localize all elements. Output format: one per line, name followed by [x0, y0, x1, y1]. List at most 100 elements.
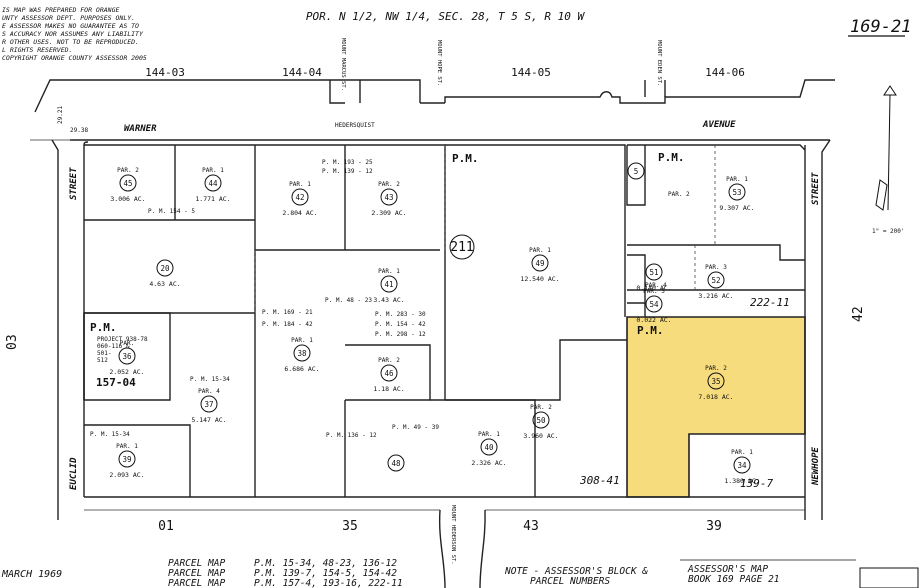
block-number[interactable]: 211 [450, 240, 473, 255]
disclaimer-line: COPYRIGHT ORANGE COUNTY ASSESSOR 2005 [2, 54, 147, 62]
parcel-circles [118, 162, 751, 474]
label-pm-136-12: P. M. 136 - 12 [326, 432, 377, 439]
parcel-acreage: 4.63 AC. [149, 280, 180, 288]
parcel-number[interactable]: 36 [122, 352, 132, 361]
label-ref-222-11: 222-11 [750, 296, 790, 309]
side-street-label: MOUNT HOPE ST. [436, 40, 442, 86]
parcel-par-label: PAR. 1 [726, 176, 748, 183]
parcel-number[interactable]: 39 [122, 455, 131, 464]
label-pm-15-34b: P. M. 15-34 [90, 431, 130, 438]
side-street-label: MOUNT MARCUS ST. [340, 38, 346, 91]
parcel-number[interactable]: 34 [737, 461, 747, 470]
pm-label: P.M. [90, 321, 117, 334]
parcel-acreage: 2.052 AC. [109, 368, 144, 376]
parcel-par-label: PAR. 1 [478, 431, 500, 438]
parcel-number[interactable]: 40 [484, 443, 494, 452]
parcel-number[interactable]: 44 [208, 179, 218, 188]
parcel-acreage: 0.022 AC. [636, 316, 671, 324]
newhope-street-label: STREET [811, 172, 821, 205]
label-pm-139-12: P. M. 139 - 12 [322, 168, 373, 175]
warner-elev: 29.21 [57, 106, 64, 124]
parcel-number[interactable]: 5 [634, 167, 639, 176]
adjacent-book-right: 42 [851, 306, 866, 322]
label-ref-308-41: 308-41 [579, 474, 620, 487]
euclid-label: EUCLID [69, 457, 79, 490]
parcel-number[interactable]: 49 [535, 259, 544, 268]
parcel-acreage: 3.006 AC. [110, 195, 145, 203]
side-street-label: MOUNT EDEN ST. [656, 40, 662, 86]
parcel-number[interactable]: 38 [297, 349, 307, 358]
footer-date: MARCH 1969 [1, 569, 62, 580]
parcel-par-label: PAR. 1 [529, 247, 551, 254]
parcel-acreage: 3.216 AC. [698, 292, 733, 300]
label-ref-157-04: 157-04 [96, 376, 136, 389]
parcel-acreage: 7.018 AC. [698, 393, 733, 401]
hedersquist-label: HEDERSQUIST [335, 122, 375, 129]
pm-label: P.M. [637, 324, 664, 337]
avenue-label: AVENUE [702, 120, 736, 130]
adjacent-book-top: 144-05 [511, 66, 551, 79]
scale-label: 1" = 200' [872, 228, 905, 235]
parcel-number[interactable]: 53 [732, 188, 741, 197]
parcel-number[interactable]: 52 [711, 276, 720, 285]
parcel-number[interactable]: 43 [384, 193, 393, 202]
pm-label: P.M. [658, 151, 685, 164]
parcel-par-label: PAR. 1 [291, 337, 313, 344]
parcel-acreage: 0.140 AC. [636, 284, 671, 292]
map-title: POR. N 1/2, NW 1/4, SEC. 28, T 5 S, R 10… [306, 10, 586, 23]
footer-note: PARCEL NUMBERS [530, 576, 610, 587]
parcel-number[interactable]: 48 [391, 459, 401, 468]
parcel-par-label: PAR. 2 [705, 365, 727, 372]
parcel-acreage: 2.093 AC. [109, 471, 144, 479]
warner-north-edge-2 [444, 79, 835, 104]
adjacent-book-top: 144-06 [705, 66, 745, 79]
parcel-number[interactable]: 46 [384, 369, 394, 378]
project-note: 512 [97, 357, 108, 364]
mount-hederson-street [438, 509, 486, 588]
parcel-par-label: PAR. 5 [643, 288, 665, 295]
parcel-acreage: 1.771 AC. [195, 195, 230, 203]
parcel-number[interactable]: 37 [204, 400, 213, 409]
parcel-acreage: 1.380 AC. [724, 477, 759, 485]
parcel-acreage: 3.960 AC. [523, 432, 558, 440]
label-pm-283-30: P. M. 283 - 30 [375, 311, 426, 318]
parcel-par-label: PAR. 2 [530, 404, 552, 411]
parcel-acreage: 5.147 AC. [191, 416, 226, 424]
parcel-map-label: PARCEL MAP [168, 558, 225, 569]
label-ref-139-7: 139-7 [740, 477, 773, 490]
footer-book: ASSESSOR'S MAP [687, 564, 768, 575]
side-street-label: MOUNT HEDERSON ST. [450, 505, 456, 565]
parcel-number[interactable]: 45 [123, 179, 132, 188]
parcel-number[interactable]: 35 [711, 377, 720, 386]
highlighted-parcel-35[interactable] [626, 316, 806, 498]
disclaimer-line: S ACCURACY NOR ASSUMES ANY LIABILITY [2, 30, 144, 38]
adjacent-book-bottom: 35 [342, 519, 358, 534]
adjacent-book-bottom: 01 [158, 519, 174, 534]
parcel-par-label: PAR. 1 [202, 167, 224, 174]
parcel-map-refs: P.M. 15-34, 48-23, 136-12 [254, 558, 397, 569]
label-pm-154-42: P. M. 154 - 42 [375, 321, 426, 328]
parcel-number[interactable]: 50 [536, 416, 546, 425]
adjacent-book-top: 144-04 [282, 66, 322, 79]
newhope-east-edge [821, 139, 831, 520]
parcel-map-refs: P.M. 139-7, 154-5, 154-42 [254, 568, 397, 579]
pm-label: P.M. [452, 152, 479, 165]
parcel-number[interactable]: 54 [649, 300, 659, 309]
adjacent-book-bottom: 39 [706, 519, 722, 534]
newhope-label: NEWHOPE [811, 446, 821, 486]
project-note: 501- [97, 350, 111, 357]
parcel-par-label: PAR. 2 [378, 181, 400, 188]
label-pm-49-39: P. M. 49 - 39 [392, 424, 439, 431]
label-pm-193-25: P. M. 193 - 25 [322, 159, 373, 166]
parcel-map-refs: P.M. 157-4, 193-16, 222-11 [254, 578, 403, 588]
parcel-acreage: 1.18 AC. [373, 385, 404, 393]
parcel-par-label: PAR. 4 [198, 388, 220, 395]
parcel-number[interactable]: 20 [160, 264, 170, 273]
parcel-number[interactable]: 51 [649, 268, 658, 277]
label-par2-top: PAR. 2 [668, 191, 690, 198]
footer-note: NOTE - ASSESSOR'S BLOCK & [504, 566, 648, 577]
parcel-number[interactable]: 42 [295, 193, 304, 202]
euclid-street-label: STREET [69, 167, 79, 200]
parcel-acreage: 3.43 AC. [373, 296, 404, 304]
parcel-number[interactable]: 41 [384, 280, 393, 289]
